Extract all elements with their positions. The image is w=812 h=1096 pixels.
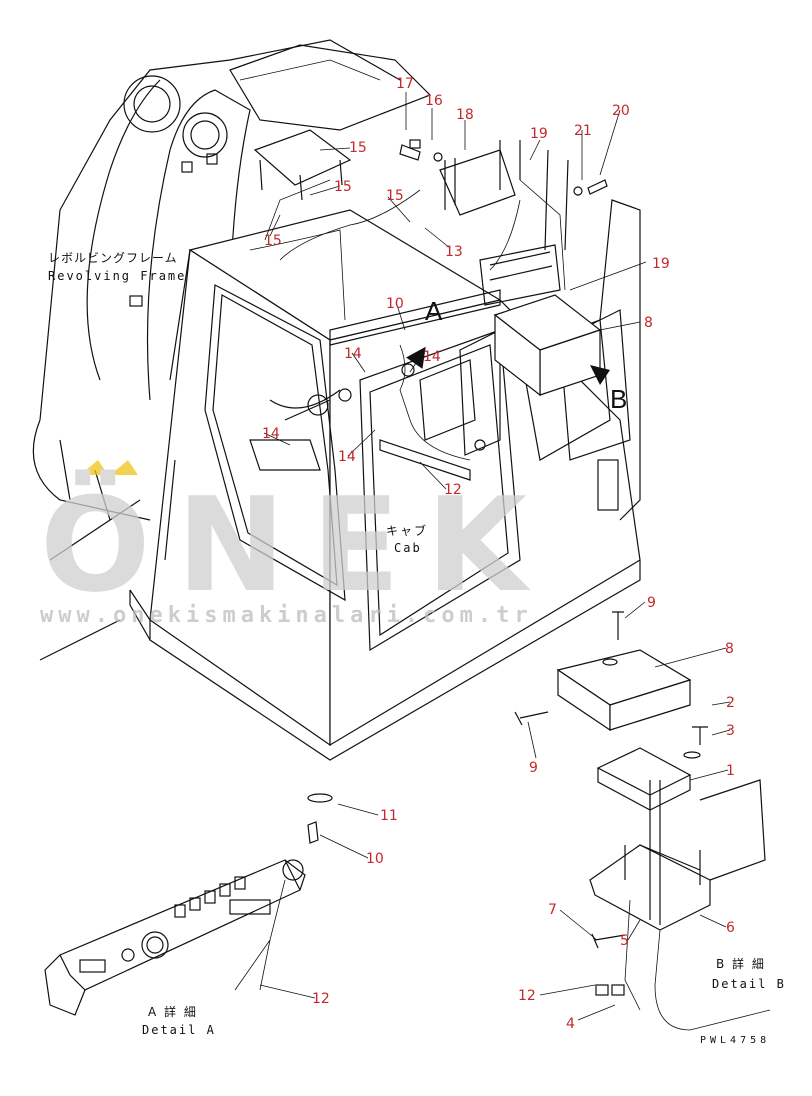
callout-10: 10	[386, 296, 404, 312]
callout-16: 16	[425, 93, 443, 109]
watermark-brand: ÖNEK	[40, 469, 553, 621]
watermark-accent-right	[110, 460, 138, 475]
callout-20: 20	[612, 103, 630, 119]
drawing-code: PWL4758	[700, 1035, 770, 1046]
callout-7: 7	[548, 902, 557, 918]
callout-3: 3	[726, 723, 735, 739]
detail-b-jp: B 詳 細	[716, 956, 766, 971]
view-arrows: A B	[406, 296, 627, 414]
callout-9: 9	[647, 595, 656, 611]
leader-lines	[259, 92, 731, 1021]
watermark: ÖNEK www.onekismakinalari.com.tr	[40, 460, 553, 628]
callout-15: 15	[264, 233, 282, 249]
revolving-frame-drawing	[32, 39, 432, 661]
callout-9: 9	[529, 760, 538, 776]
callout-15: 15	[349, 140, 367, 156]
callout-6: 6	[726, 920, 735, 936]
watermark-url: www.onekismakinalari.com.tr	[40, 603, 533, 628]
view-a-label: A	[425, 296, 443, 326]
callout-12: 12	[444, 482, 462, 498]
callout-21: 21	[574, 123, 592, 139]
cab-jp: キャブ	[386, 523, 428, 538]
callout-12: 12	[312, 991, 330, 1007]
detail-b-en: Detail B	[712, 977, 786, 991]
revolving-frame-en: Revolving Frame	[48, 269, 186, 283]
callout-8: 8	[644, 315, 653, 331]
callout-2: 2	[726, 695, 735, 711]
callout-1: 1	[726, 763, 735, 779]
callout-numbers: 17 16 18 19 21 20 15 15 15 15 13 19 8 10…	[262, 76, 735, 1032]
detail-a-en: Detail A	[142, 1023, 216, 1037]
top-bracket-drawing	[253, 129, 608, 461]
callout-15: 15	[386, 188, 404, 204]
callout-15: 15	[334, 179, 352, 195]
detail-a-jp: A 詳 細	[148, 1004, 198, 1019]
callout-17: 17	[396, 76, 414, 92]
callout-11: 11	[380, 808, 398, 824]
callout-12: 12	[518, 988, 536, 1004]
detail-b-drawing	[514, 611, 771, 1031]
detail-a-drawing	[44, 793, 333, 1016]
callout-14: 14	[338, 449, 356, 465]
revolving-frame-jp: レボルビングフレーム	[48, 251, 178, 265]
cab-en: Cab	[394, 541, 422, 555]
callout-4: 4	[566, 1016, 575, 1032]
watermark-accent-left	[80, 460, 108, 475]
callout-19: 19	[652, 256, 670, 272]
drawing-labels: レボルビングフレーム Revolving Frame キャブ Cab A 詳 細…	[48, 251, 786, 1046]
callout-5: 5	[620, 933, 629, 949]
callout-8: 8	[725, 641, 734, 657]
callout-18: 18	[456, 107, 474, 123]
callout-14: 14	[344, 346, 362, 362]
callout-19: 19	[530, 126, 548, 142]
callout-14: 14	[262, 426, 280, 442]
callout-10: 10	[366, 851, 384, 867]
callout-13: 13	[445, 244, 463, 260]
view-b-label: B	[610, 384, 627, 414]
callout-14: 14	[423, 349, 441, 365]
